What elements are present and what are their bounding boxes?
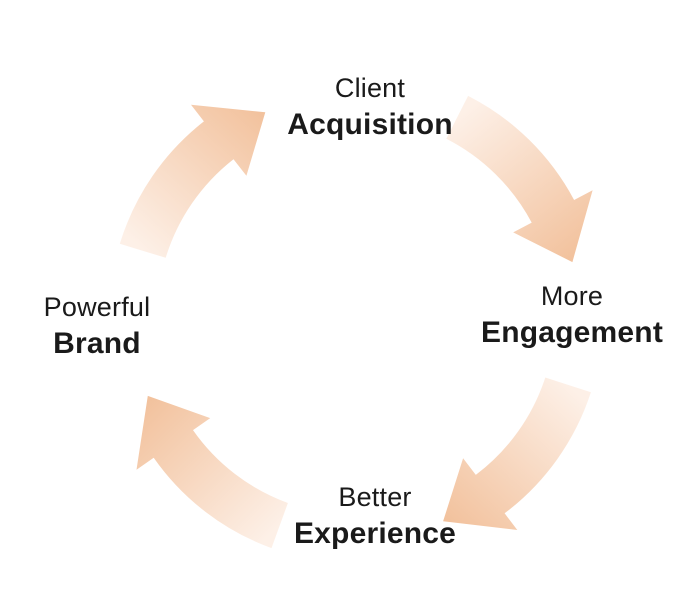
curved-arrow-icon-brand-to-acquisition xyxy=(119,104,266,258)
node-client-acquisition: Client Acquisition xyxy=(287,70,453,144)
node-label-line2: Brand xyxy=(53,327,141,360)
node-better-experience: Better Experience xyxy=(294,479,456,553)
node-label-line1: More xyxy=(540,281,604,311)
node-label-line1: Client xyxy=(334,73,406,103)
node-powerful-brand: Powerful Brand xyxy=(44,289,151,363)
node-label-line1: Powerful xyxy=(43,292,151,322)
curved-arrow-icon-acquisition-to-engagement xyxy=(446,95,593,263)
node-label-line1: Better xyxy=(338,482,412,512)
node-label-line2: Acquisition xyxy=(287,108,453,141)
node-label-line2: Experience xyxy=(293,517,457,550)
node-more-engagement: More Engagement xyxy=(481,278,663,352)
node-label-line2: Engagement xyxy=(480,316,664,349)
curved-arrow-icon-engagement-to-experience xyxy=(443,377,591,530)
curved-arrow-icon-experience-to-brand xyxy=(136,395,288,549)
